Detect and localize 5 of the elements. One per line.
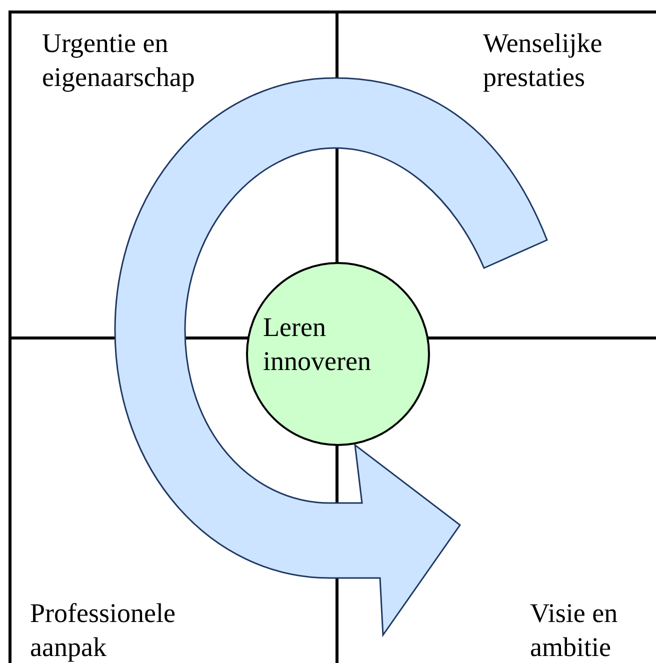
quadrant-label: Wenselijke prestaties [483,27,603,94]
quadrant-label: Professionele aanpak [30,597,176,663]
quadrant-label: Visie en ambitie [530,597,619,663]
node-text: Leren innoveren [263,311,372,378]
quadrant-label: Urgentie en eigenaarschap [42,27,196,94]
